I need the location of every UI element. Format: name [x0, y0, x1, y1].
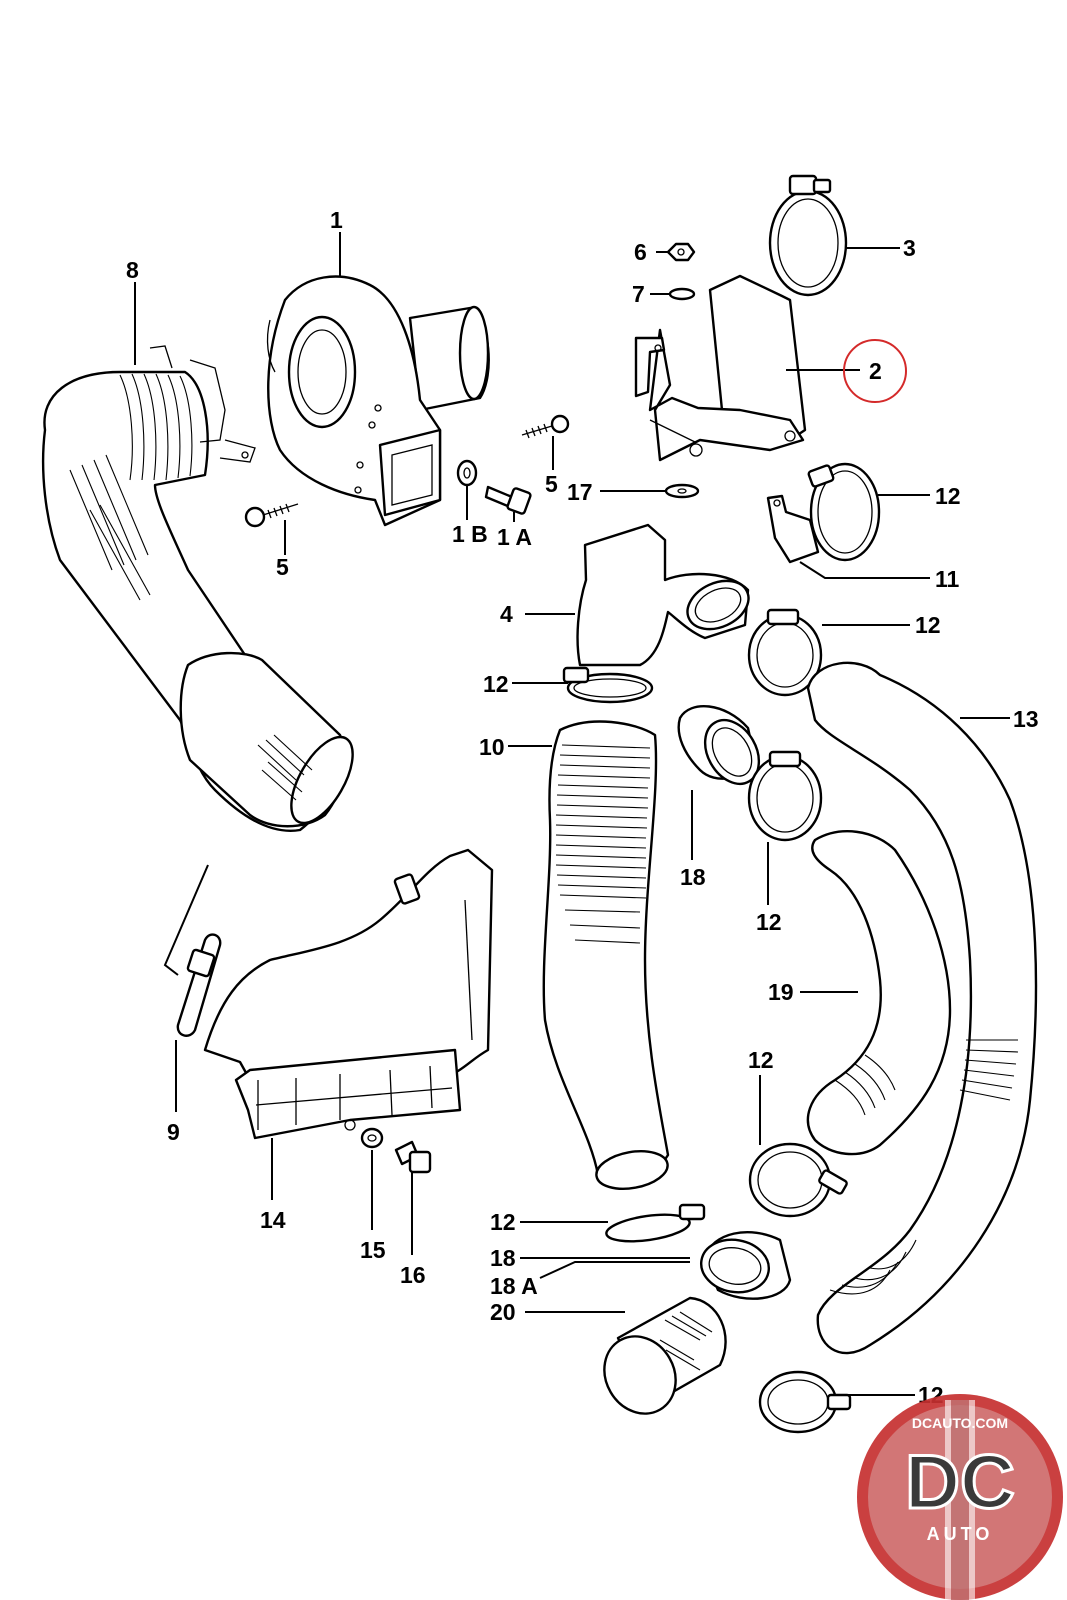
- callout-8: 8: [126, 257, 139, 283]
- callout-15: 15: [360, 1237, 386, 1263]
- callout-5-right: 5: [545, 471, 558, 497]
- watermark-big-text: DC: [905, 1440, 1015, 1525]
- part-1a-bolt: [484, 485, 532, 515]
- part-9-outline-link: [163, 864, 209, 976]
- part-12-clamp-bottom: [758, 1370, 852, 1434]
- callout-1: 1: [330, 207, 343, 233]
- part-12-clamp-lower: [748, 1142, 848, 1218]
- part-8-hose: [41, 345, 354, 832]
- watermark-top-text: DCAUTO.COM: [912, 1415, 1008, 1431]
- part-5-screw-right: [521, 414, 570, 439]
- part-18-coupler-lower: [700, 1231, 792, 1300]
- part-9-clip: [176, 933, 222, 1037]
- leader-lines: [134, 232, 1010, 1396]
- part-11-strap: [766, 494, 820, 564]
- part-10-hose: [542, 720, 670, 1190]
- callout-17: 17: [567, 479, 593, 505]
- part-12-clamp-elbow-right: [747, 608, 823, 697]
- part-7-washer: [668, 287, 696, 301]
- part-19-hose: [806, 830, 952, 1156]
- part-5-screw-left: [244, 503, 299, 528]
- part-12-clamp-mid: [747, 750, 823, 842]
- part-2-bracket: [634, 274, 807, 462]
- callout-12-d: 12: [756, 909, 782, 935]
- part-14-duct: [203, 848, 494, 1140]
- part-3-clamp: [768, 174, 848, 297]
- watermark-bottom-text: AUTO: [927, 1524, 994, 1544]
- callout-6: 6: [634, 239, 647, 265]
- part-13-hose: [806, 661, 1038, 1355]
- part-12-clamp-hose10: [605, 1203, 706, 1243]
- part-17-washer: [664, 483, 700, 499]
- callout-20: 20: [490, 1299, 516, 1325]
- callout-12-c: 12: [483, 671, 509, 697]
- callout-12-e: 12: [748, 1047, 774, 1073]
- part-15-washer: [360, 1127, 384, 1149]
- callout-18-upper: 18: [680, 864, 706, 890]
- callout-9: 9: [167, 1119, 180, 1145]
- part-16-bolt: [394, 1140, 432, 1174]
- callout-7: 7: [632, 281, 645, 307]
- part-1b-washer: [456, 459, 478, 487]
- callout-12-f: 12: [490, 1209, 516, 1235]
- callout-10: 10: [479, 734, 505, 760]
- highlight-circle: [843, 339, 907, 403]
- part-12-clamp-elbow-bottom: [562, 666, 654, 704]
- callout-18-lower: 18: [490, 1245, 516, 1271]
- dcauto-watermark: DCAUTO.COM DC AUTO: [857, 1394, 1063, 1600]
- callout-2: 2: [869, 358, 882, 384]
- callout-13: 13: [1013, 706, 1039, 732]
- part-20-sleeve: [603, 1296, 727, 1415]
- callout-14: 14: [260, 1207, 286, 1233]
- callout-16: 16: [400, 1262, 426, 1288]
- part-12-clamp-upper: [807, 462, 881, 562]
- callout-labels: 1 8 3 2 6 7 5 1 B 1 A 5 17 12 11 4 12 12…: [126, 207, 1039, 1408]
- callout-12-b: 12: [915, 612, 941, 638]
- callout-5-left: 5: [276, 554, 289, 580]
- callout-18a: 18 A: [490, 1273, 538, 1299]
- part-18-coupler-upper: [677, 705, 761, 785]
- callout-11: 11: [935, 566, 960, 592]
- callout-1b: 1 B: [452, 521, 488, 547]
- part-4-elbow: [576, 523, 750, 667]
- callout-12-a: 12: [935, 483, 961, 509]
- part-6-nut: [666, 242, 696, 262]
- part-1-blower: [266, 275, 490, 527]
- callout-1a: 1 A: [497, 524, 532, 550]
- callout-4: 4: [500, 601, 513, 627]
- callout-19: 19: [768, 979, 794, 1005]
- callout-3: 3: [903, 235, 916, 261]
